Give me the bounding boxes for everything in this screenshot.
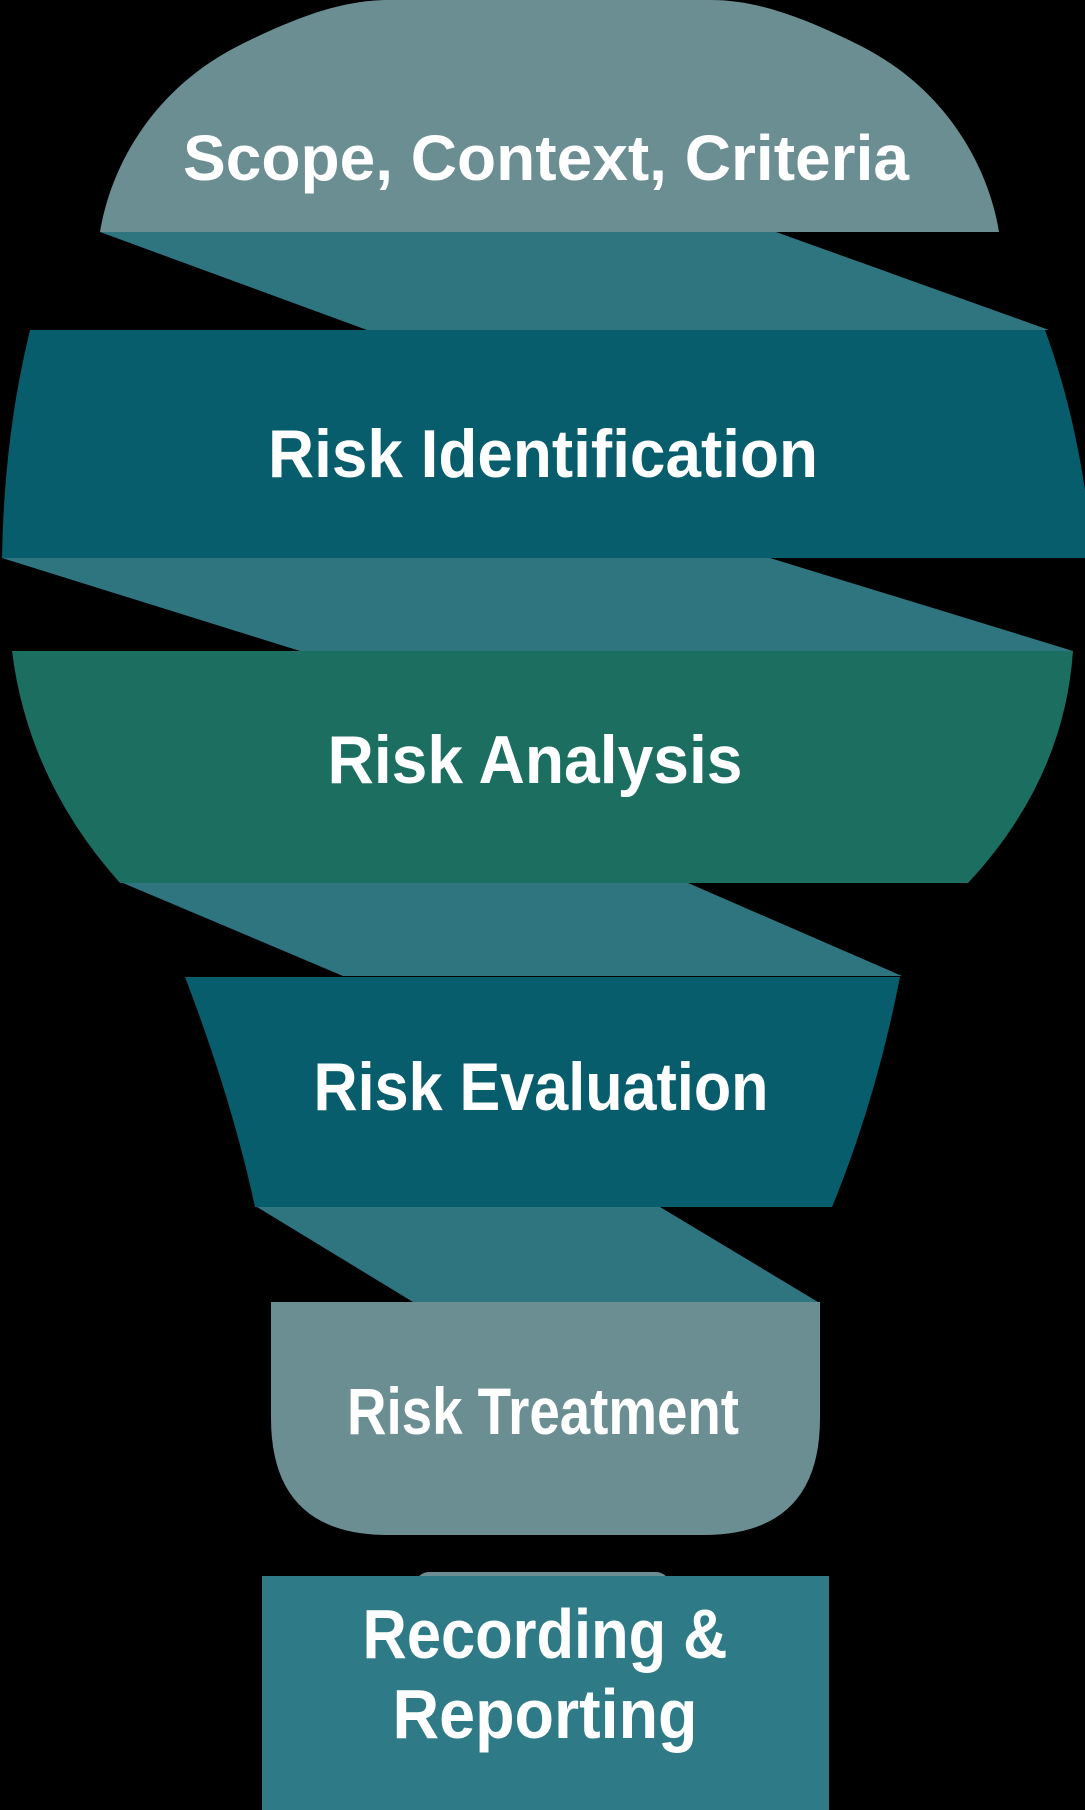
step-recording-reporting-shape	[262, 1576, 829, 1810]
step-recording-reporting-label-line2: Reporting	[393, 1675, 698, 1753]
step-risk-treatment-label: Risk Treatment	[347, 1374, 739, 1448]
step-risk-treatment-shape	[271, 1302, 820, 1535]
step-risk-analysis-shape	[12, 651, 1073, 883]
connector-ribbon-4	[257, 1207, 818, 1302]
step-risk-evaluation-label: Risk Evaluation	[314, 1049, 769, 1125]
step-risk-identification-label: Risk Identification	[268, 416, 818, 492]
connector-ribbon-1	[100, 232, 1049, 330]
connector-ribbon-2	[2, 558, 1073, 651]
step-risk-identification-shape	[2, 330, 1085, 558]
step-scope-label: Scope, Context, Criteria	[183, 122, 909, 194]
step-risk-analysis-label: Risk Analysis	[328, 722, 743, 798]
connector-ribbon-3	[123, 883, 902, 976]
step-scope-dome-shape	[100, 0, 999, 232]
step-recording-reporting-label-line1: Recording &	[363, 1595, 728, 1673]
step-risk-evaluation-shape	[185, 977, 900, 1207]
